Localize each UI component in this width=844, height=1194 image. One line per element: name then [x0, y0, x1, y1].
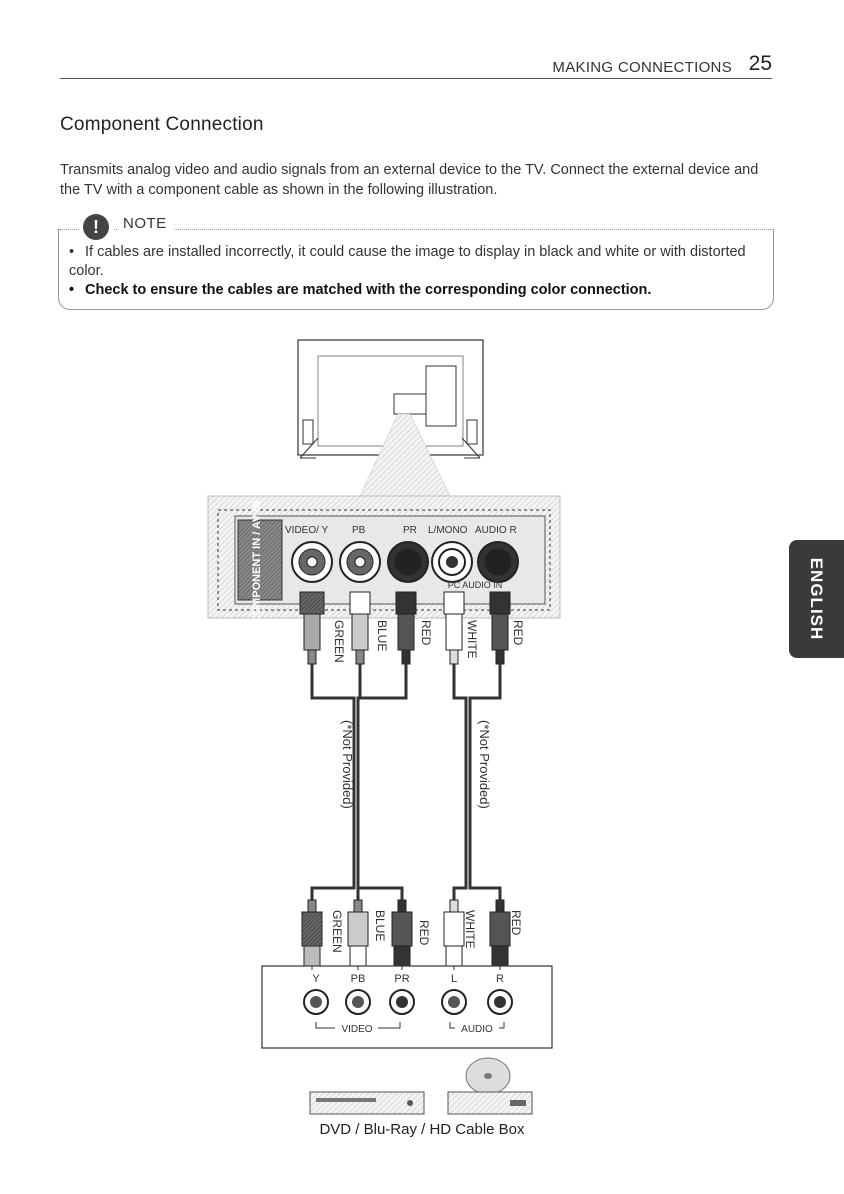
tv-back-panel: COMPONENT IN / AV IN VIDEO/ Y PB PR L/MO…: [207, 495, 561, 624]
device-jack-y: [303, 989, 329, 1015]
plug-red-2: [489, 591, 511, 665]
video-y-label: VIDEO/ Y: [285, 525, 328, 536]
plug-white: [443, 591, 465, 665]
label-red-2: RED: [511, 620, 525, 646]
section-title: MAKING CONNECTIONS: [552, 59, 732, 76]
connection-diagram: COMPONENT IN / AV IN VIDEO/ Y PB PR L/MO…: [207, 339, 561, 1115]
label-green: GREEN: [330, 910, 344, 953]
jack-y: [291, 541, 333, 583]
plug-green: [299, 591, 325, 665]
pb-label: PB: [352, 525, 366, 536]
l-mono-label: L/MONO: [428, 525, 468, 536]
device-jack-l: [441, 989, 467, 1015]
label-red: RED: [419, 620, 433, 646]
page-number: 25: [748, 52, 772, 75]
warning-icon: !: [79, 210, 113, 244]
component-cable: [310, 664, 408, 910]
note-top-border: [59, 229, 773, 230]
device-pr-label: PR: [394, 973, 409, 985]
device-video-label: VIDEO: [341, 1024, 372, 1035]
not-provided-label: (*Not Provided): [340, 720, 355, 809]
device-audio-label: AUDIO: [461, 1024, 493, 1035]
bullet: •: [69, 244, 75, 260]
device-caption: DVD / Blu-Ray / HD Cable Box: [0, 1121, 844, 1139]
audio-cable: [452, 664, 502, 910]
plug-green-lower: [301, 899, 323, 967]
note-item: •If cables are installed incorrectly, it…: [69, 244, 746, 279]
device-jack-r: [487, 989, 513, 1015]
label-blue: BLUE: [373, 910, 387, 941]
label-red-2: RED: [509, 910, 523, 936]
plug-red: [395, 591, 417, 665]
not-provided-label: (*Not Provided): [477, 720, 492, 809]
device-panel: Y PB PR L R VIDEO AUDIO: [261, 965, 553, 1049]
cable-box-icon: [447, 1091, 533, 1115]
jack-r: [477, 541, 519, 583]
bullet: •: [69, 282, 75, 298]
note-box: ! NOTE •If cables are installed incorrec…: [58, 210, 774, 310]
label-blue: BLUE: [375, 620, 389, 651]
warning-icon-glyph: !: [83, 214, 109, 240]
plug-red-lower: [391, 899, 413, 967]
pr-label: PR: [403, 525, 417, 536]
lower-plugs: [301, 899, 511, 967]
pc-audio-in-label: PC AUDIO IN: [448, 580, 503, 590]
plug-white-lower: [443, 899, 465, 967]
audio-r-label: AUDIO R: [475, 525, 517, 536]
jack-pr: [387, 541, 429, 583]
intro-paragraph: Transmits analog video and audio signals…: [60, 162, 759, 198]
language-tab: ENGLISH: [789, 540, 844, 658]
label-white: WHITE: [465, 620, 479, 659]
device-y-label: Y: [312, 973, 320, 985]
label-red: RED: [417, 920, 431, 946]
label-green: GREEN: [332, 620, 346, 663]
disc-icon: [465, 1057, 511, 1095]
dvd-player-icon: [309, 1091, 425, 1115]
plug-blue-lower: [347, 899, 369, 967]
language-tab-label: ENGLISH: [807, 557, 826, 641]
page-title: Component Connection: [60, 114, 264, 135]
jack-pb: [339, 541, 381, 583]
device-pb-label: PB: [351, 973, 366, 985]
plug-blue: [349, 591, 371, 665]
note-label: NOTE: [117, 215, 173, 232]
page-header: MAKING CONNECTIONS 25: [60, 52, 772, 79]
jack-l: [431, 541, 473, 583]
upper-plugs: [299, 591, 511, 665]
port-group-label: COMPONENT IN / AV IN: [251, 501, 263, 624]
device-r-label: R: [496, 973, 504, 985]
caption-text: DVD / Blu-Ray / HD Cable Box: [319, 1121, 525, 1138]
plug-red-2-lower: [489, 899, 511, 967]
note-item: •Check to ensure the cables are matched …: [69, 282, 652, 298]
device-jack-pb: [345, 989, 371, 1015]
device-l-label: L: [451, 973, 457, 985]
device-jack-pr: [389, 989, 415, 1015]
label-white: WHITE: [463, 910, 477, 949]
